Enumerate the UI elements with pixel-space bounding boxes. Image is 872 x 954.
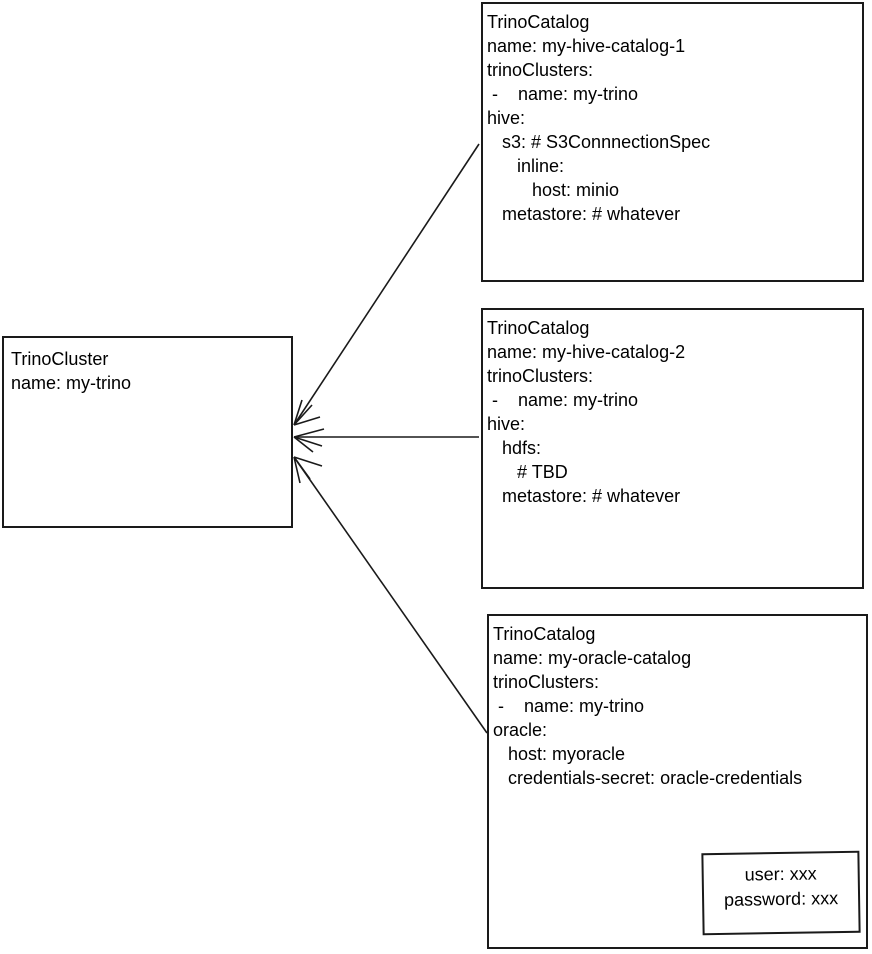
- trino-catalog-1-text: TrinoCatalog name: my-hive-catalog-1 trino…: [487, 10, 710, 226]
- catalog3-line-2: trinoClusters:: [493, 672, 600, 692]
- catalog3-line-3: - name: my-trino: [493, 696, 645, 716]
- catalog2-line-4: hive:: [487, 414, 526, 434]
- oracle-credentials-secret-box[interactable]: user: xxx password: xxx: [701, 850, 861, 936]
- catalog2-line-3: - name: my-trino: [487, 390, 639, 410]
- catalog1-line-2: trinoClusters:: [487, 60, 594, 80]
- trino-catalog-3-text: TrinoCatalog name: my-oracle-catalog trino…: [493, 622, 802, 790]
- trino-catalog-box-hive-1[interactable]: TrinoCatalog name: my-hive-catalog-1 trino…: [481, 2, 864, 282]
- catalog1-line-1: name: my-hive-catalog-1: [487, 36, 686, 56]
- catalog2-line-0: TrinoCatalog: [487, 318, 590, 338]
- catalog2-line-2: trinoClusters:: [487, 366, 594, 386]
- catalog1-line-0: TrinoCatalog: [487, 12, 590, 32]
- trino-cluster-box[interactable]: TrinoCluster name: my-trino: [2, 336, 293, 528]
- catalog1-line-4: hive:: [487, 108, 526, 128]
- edge-catalog2-to-cluster: [293, 428, 479, 453]
- catalog3-line-0: TrinoCatalog: [493, 624, 596, 644]
- catalog1-line-5: s3: # S3ConnnectionSpec: [487, 132, 711, 152]
- catalog1-line-6: inline:: [487, 156, 565, 176]
- credentials-line-0: user: xxx: [744, 863, 817, 885]
- credentials-line-1: password: xxx: [723, 888, 839, 910]
- catalog3-line-5: host: myoracle: [493, 744, 626, 764]
- credentials-secret-text: user: xxx password: xxx: [704, 861, 859, 913]
- catalog2-line-1: name: my-hive-catalog-2: [487, 342, 686, 362]
- catalog3-line-4: oracle:: [493, 720, 548, 740]
- catalog3-line-1: name: my-oracle-catalog: [493, 648, 692, 668]
- catalog1-line-8: metastore: # whatever: [487, 204, 681, 224]
- catalog1-line-7: host: minio: [487, 180, 620, 200]
- edge-catalog3-to-cluster: [293, 456, 488, 734]
- trino-catalog-box-hive-2[interactable]: TrinoCatalog name: my-hive-catalog-2 trino…: [481, 308, 864, 589]
- edge-catalog1-to-cluster: [293, 143, 480, 426]
- catalog3-line-6: credentials-secret: oracle-credentials: [493, 768, 803, 788]
- catalog2-line-7: metastore: # whatever: [487, 486, 681, 506]
- catalog2-line-5: hdfs:: [487, 438, 542, 458]
- cluster-line-1: name: my-trino: [11, 373, 132, 393]
- trino-cluster-text: TrinoCluster name: my-trino: [11, 347, 131, 395]
- catalog1-line-3: - name: my-trino: [487, 84, 639, 104]
- catalog2-line-6: # TBD: [487, 462, 568, 482]
- trino-catalog-2-text: TrinoCatalog name: my-hive-catalog-2 trino…: [487, 316, 685, 508]
- cluster-line-0: TrinoCluster: [11, 349, 109, 369]
